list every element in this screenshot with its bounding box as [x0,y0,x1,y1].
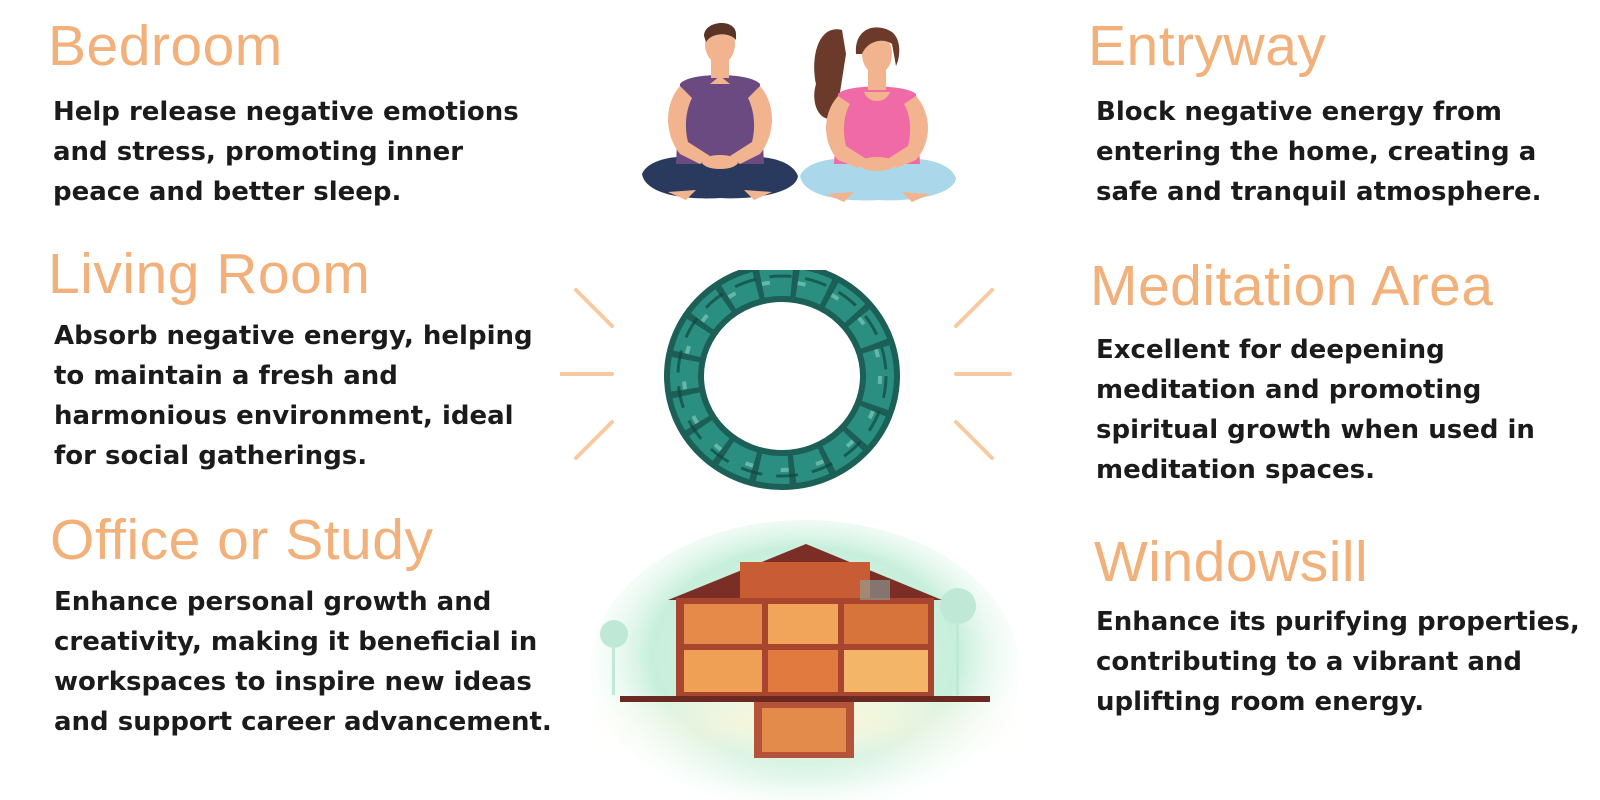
section-title-bedroom: Bedroom [48,14,283,78]
trees [600,588,976,695]
malachite-bracelet-image [560,270,1012,490]
house-cross-section-illustration [590,520,1020,800]
section-entryway: Entryway Block negative energy from ente… [1088,14,1542,212]
section-living-room: Living Room Absorb negative energy, help… [48,242,533,476]
section-office: Office or Study Enhance personal growth … [50,508,552,742]
section-text-living-room: Absorb negative energy, helping to maint… [54,321,533,471]
meditating-man-figure [642,22,798,200]
radiating-rays-decoration [560,288,1012,460]
section-title-living-room: Living Room [48,242,371,306]
bracelet-beads [664,270,900,490]
section-text-windowsill: Enhance its purifying properties, contri… [1096,607,1580,717]
section-meditation-area: Meditation Area Excellent for deepening … [1090,254,1535,490]
section-title-entryway: Entryway [1088,14,1327,78]
section-text-meditation-area: Excellent for deepening meditation and p… [1096,335,1535,485]
section-text-entryway: Block negative energy from entering the … [1096,97,1542,207]
section-windowsill: Windowsill Enhance its purifying propert… [1094,530,1580,722]
section-title-office: Office or Study [50,508,434,572]
meditating-couple-illustration [642,22,956,202]
section-text-bedroom: Help release negative emotions and stres… [53,97,519,207]
section-title-meditation-area: Meditation Area [1090,254,1494,318]
meditating-woman-figure [800,27,956,202]
section-bedroom: Bedroom Help release negative emotions a… [48,14,519,212]
section-text-office: Enhance personal growth and creativity, … [54,587,552,737]
section-title-windowsill: Windowsill [1094,530,1369,594]
